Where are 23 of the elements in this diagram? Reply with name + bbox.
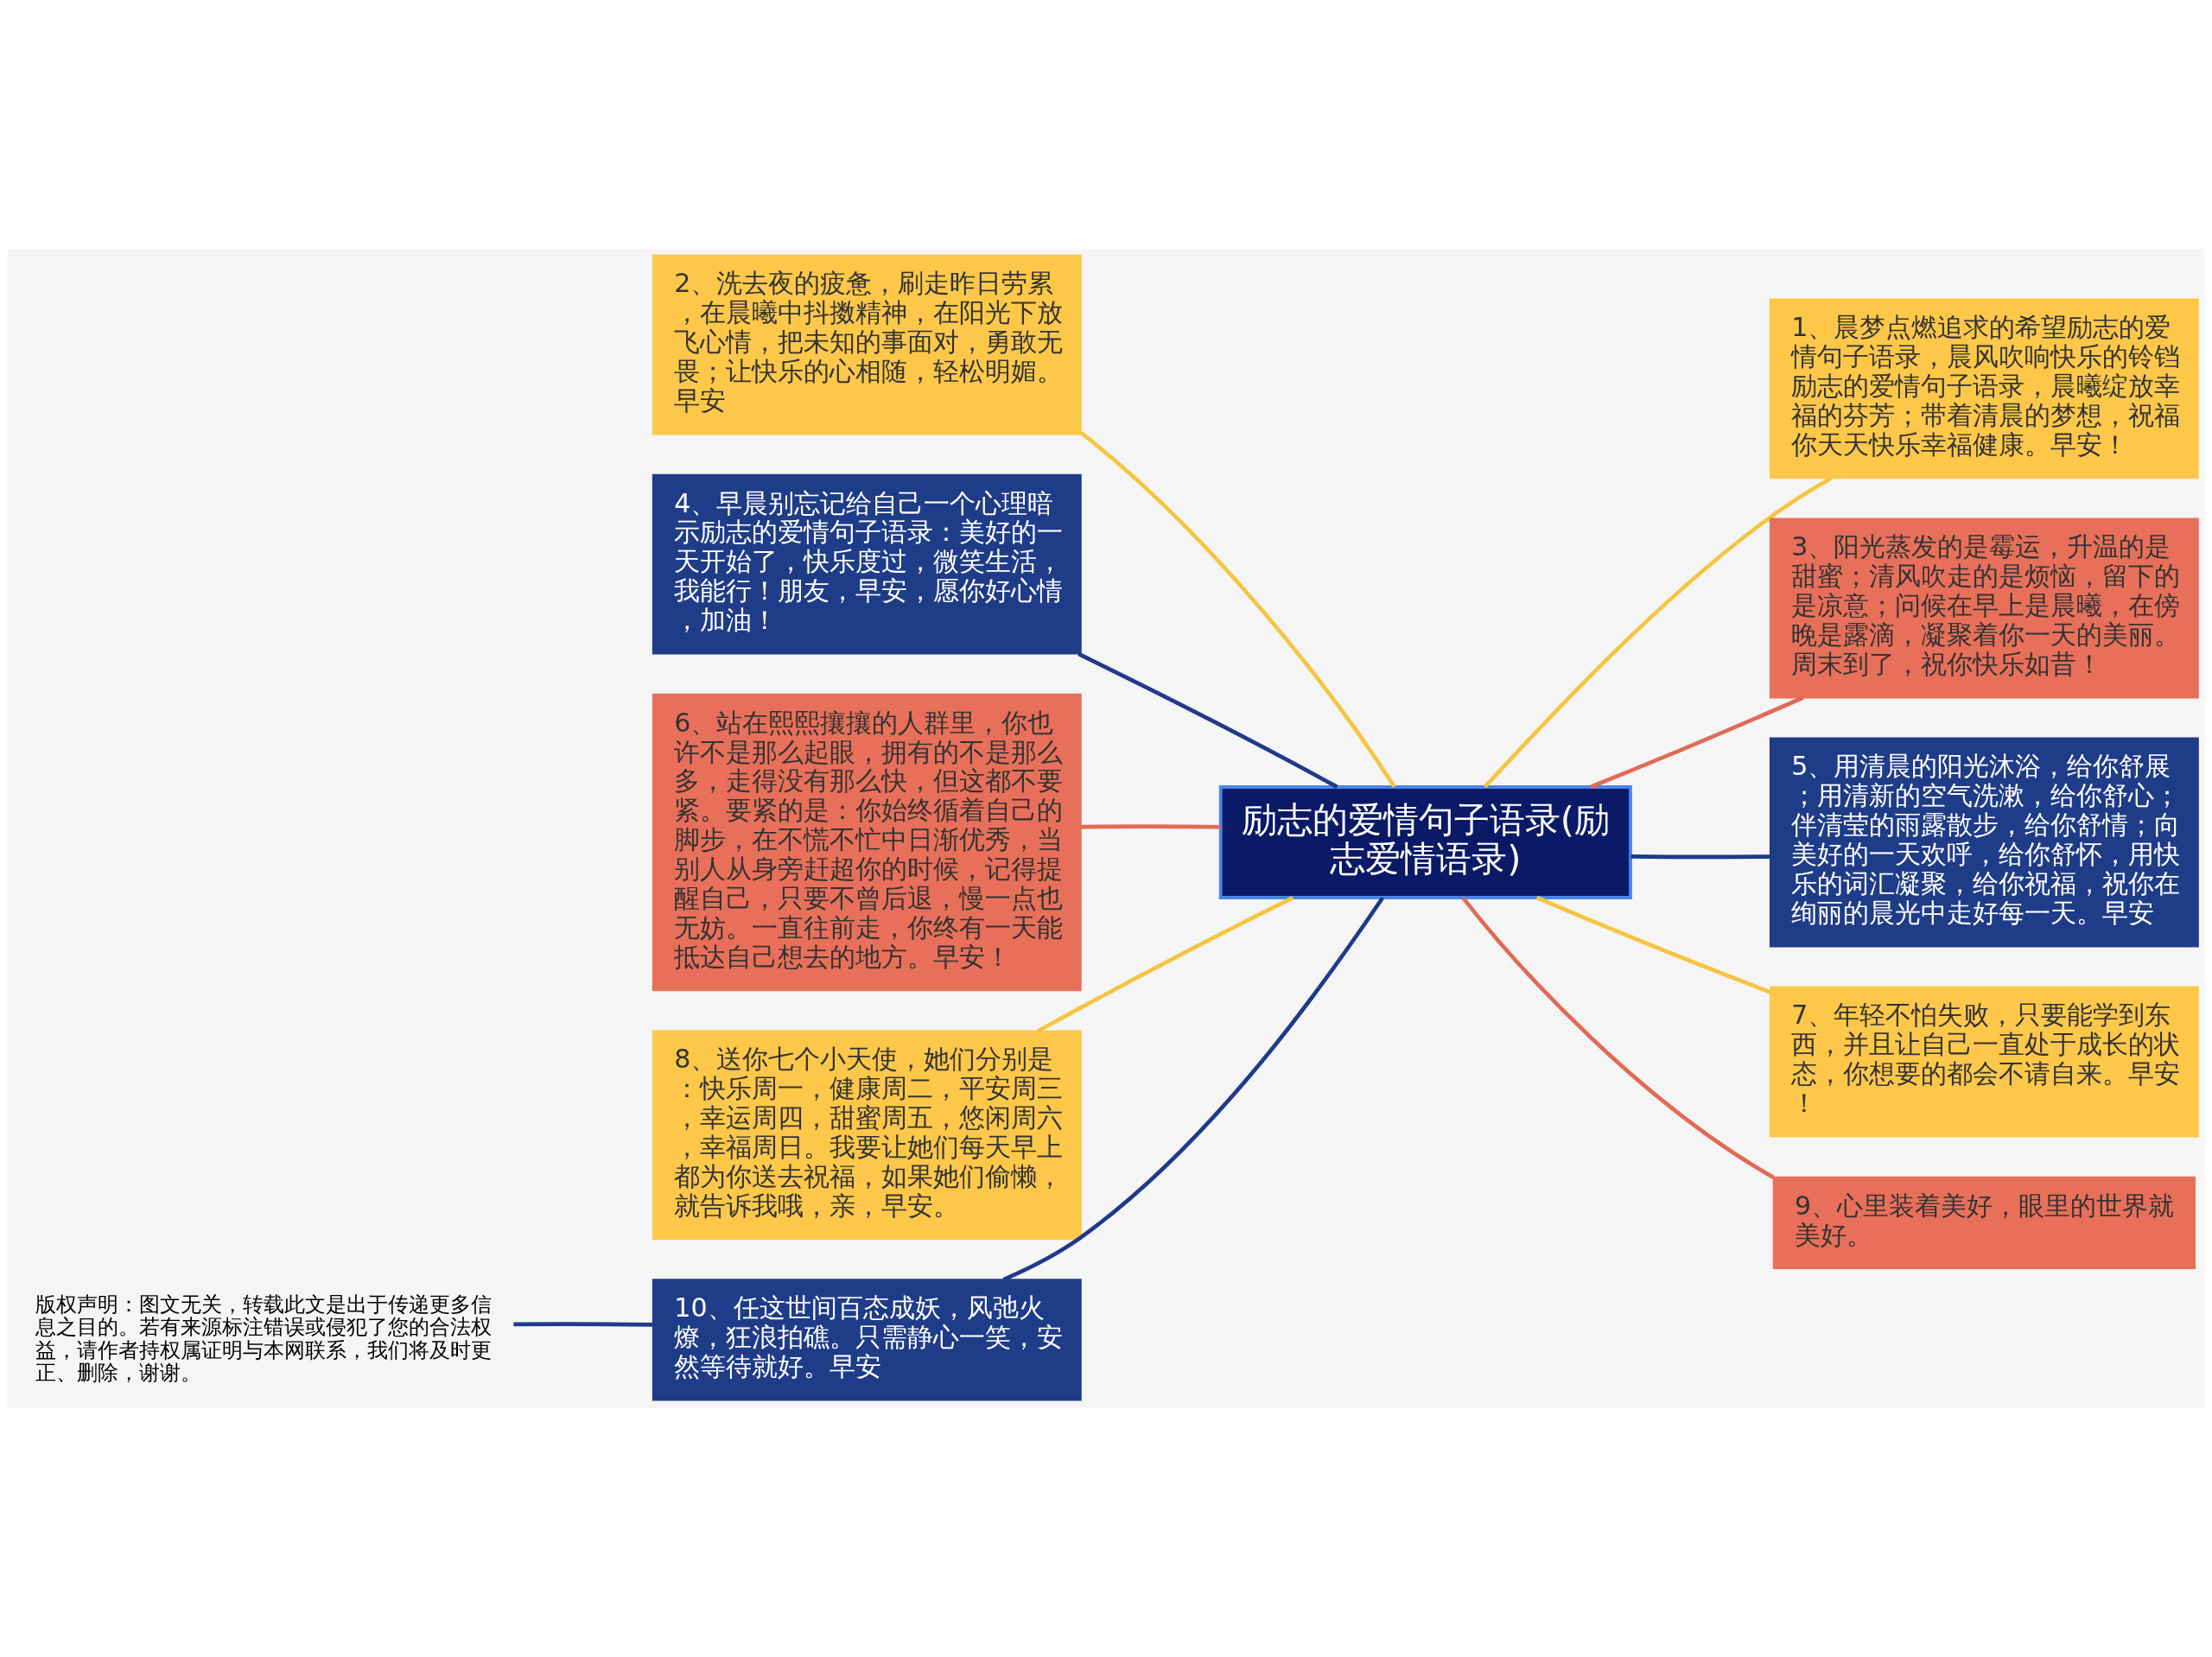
connector bbox=[1077, 651, 1338, 789]
node-box: 励志的爱情句子语录(励志爱情语录) bbox=[1218, 785, 1632, 899]
connector bbox=[1590, 695, 1804, 789]
connector bbox=[1079, 431, 1396, 788]
connector bbox=[1483, 476, 1833, 789]
node-box: 9、心里装着美好，眼里的世界就美好。 bbox=[1772, 1176, 2196, 1270]
connector bbox=[1630, 854, 1770, 860]
connector bbox=[1535, 895, 1771, 994]
node-box: 3、阳光蒸发的是霉运，升温的是甜蜜；清风吹走的是烦恼，留下的是凉意；问候在早上是晨曦，在傍晚是露滴，凝聚着你一天的美丽。周末到了，祝你快乐如昔！ bbox=[1769, 517, 2199, 699]
connector bbox=[1037, 896, 1294, 1033]
node-text: 版权声明：图文无关，转载此文是出于传递更多信息之目的。若有来源标注错误或侵犯了您的合法权益，请作者持权属证明与本网联系，我们将及时更正、删除，谢谢。 bbox=[35, 1291, 492, 1385]
node-box: 4、早晨别忘记给自己一个心理暗示励志的爱情句子语录：美好的一天开始了，快乐度过，微笑生活，我能行！朋友，早安，愿你好心情，加油！ bbox=[652, 473, 1082, 655]
connector bbox=[1461, 897, 1775, 1179]
node-box: 8、送你七个小天使，她们分别是：快乐周一，健康周二，平安周三，幸运周四，甜蜜周五，悠闲周六，幸福周日。我要让她们每天早上都为你送去祝福，如果她们偷懒，就告诉我哦，亲，早安。 bbox=[652, 1030, 1082, 1241]
node-box: 1、晨梦点燃追求的希望励志的爱情句子语录，晨风吹响快乐的铃铛励志的爱情句子语录，晨曦绽放幸福的芬芳；带着清晨的梦想，祝福你天天快乐幸福健康。早安！ bbox=[1769, 298, 2199, 479]
connector bbox=[1080, 824, 1221, 829]
node-box: 7、年轻不怕失败，只要能学到东西，并且让自己一直处于成长的状态，你想要的都会不请自来。早安！ bbox=[1769, 986, 2199, 1138]
node-box: 6、站在熙熙攘攘的人群里，你也许不是那么起眼，拥有的不是那么多，走得没有那么快，但这都不要紧。要紧的是：你始终循着自己的脚步，在不慌不忙中日渐优秀，当别人从身旁赶超你的时候，记得提醒自己，只要不曾后退，慢一点也无妨。一直往前走，你终有一天能抵达自己想去的地方。早安！ bbox=[652, 693, 1082, 992]
node-box: 10、任这世间百态成妖，风弛火燎，狂浪拍礁。只需静心一笑，安然等待就好。早安 bbox=[652, 1279, 1082, 1401]
node-box: 5、用清晨的阳光沐浴，给你舒展；用清新的空气洗漱，给你舒心；伴清莹的雨露散步，给你舒情；向美好的一天欢呼，给你舒怀，用快乐的词汇凝聚，给你祝福，祝你在绚丽的晨光中走好每一天。早安 bbox=[1769, 737, 2199, 948]
node-box: 2、洗去夜的疲惫，刷走昨日劳累，在晨曦中抖擞精神，在阳光下放飞心情，把未知的事面对，勇敢无畏；让快乐的心相随，轻松明媚。早安 bbox=[652, 254, 1082, 435]
connector bbox=[1002, 896, 1385, 1282]
connector bbox=[513, 1322, 653, 1327]
